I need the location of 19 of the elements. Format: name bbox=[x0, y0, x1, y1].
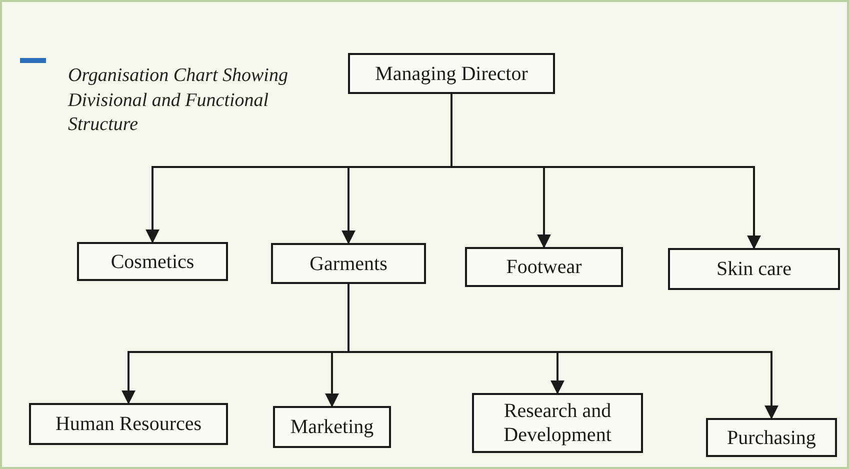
box-label: Purchasing bbox=[727, 426, 816, 450]
org-box bbox=[273, 406, 391, 448]
org-box bbox=[472, 393, 643, 453]
box-label: Cosmetics bbox=[110, 250, 194, 274]
chart-title: Organisation Chart Showing Divisional and Functional Structure bbox=[68, 64, 289, 138]
org-box bbox=[465, 247, 623, 287]
org-box bbox=[668, 248, 840, 290]
box-label: Human Resources bbox=[55, 412, 202, 436]
org-box bbox=[348, 53, 555, 94]
box-label: Research and Development bbox=[502, 399, 612, 447]
box-label: Garments bbox=[310, 252, 388, 276]
org-box bbox=[77, 242, 228, 281]
org-box bbox=[271, 243, 426, 284]
org-box bbox=[29, 403, 228, 445]
org-box bbox=[706, 418, 837, 457]
box-label: Managing Director bbox=[375, 62, 528, 86]
box-label: Skin care bbox=[716, 257, 792, 281]
box-label: Footwear bbox=[506, 255, 582, 279]
box-label: Marketing bbox=[290, 415, 374, 439]
